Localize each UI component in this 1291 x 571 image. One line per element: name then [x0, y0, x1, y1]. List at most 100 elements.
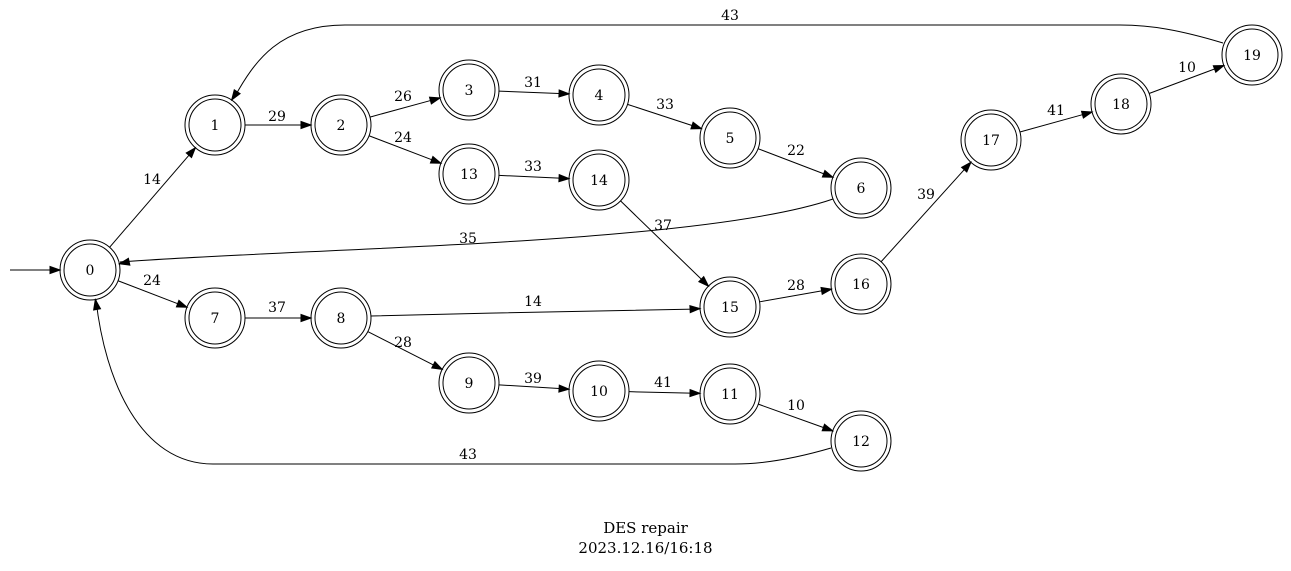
state-16-inner-ring [834, 257, 888, 311]
state-2-label: 2 [337, 118, 346, 134]
state-4: 4 [568, 64, 630, 126]
state-5: 5 [699, 107, 761, 169]
edge-15-to-16-arrowhead [820, 286, 833, 296]
state-9-label: 9 [465, 376, 474, 392]
edge-3-to-4 [498, 90, 560, 94]
edge-6-to-0-arrowhead [117, 257, 131, 266]
state-18: 18 [1090, 73, 1152, 135]
edge-9-to-10 [498, 384, 560, 390]
edge-0-to-7-arrowhead [175, 299, 189, 308]
edge-9-to-10-label: 39 [524, 371, 542, 387]
edge-10-to-11-label: 41 [654, 375, 672, 391]
edge-19-to-1-arrowhead [230, 88, 241, 102]
edge-3-to-4-arrowhead [558, 89, 571, 98]
state-17-inner-ring [964, 113, 1018, 167]
state-3-label: 3 [465, 83, 474, 99]
edge-2-to-13-label: 24 [394, 130, 412, 146]
state-9: 9 [438, 352, 500, 414]
edge-1-to-2-label: 29 [268, 109, 286, 125]
state-0: 0 [59, 239, 121, 301]
state-6: 6 [830, 157, 892, 219]
state-8-label: 8 [337, 311, 346, 327]
edge-14-to-15-label: 37 [654, 218, 672, 234]
state-8: 8 [310, 287, 372, 349]
edge-0-to-7 [117, 280, 178, 305]
state-12: 12 [830, 410, 892, 472]
edge-3-to-4-label: 31 [524, 75, 542, 91]
state-7-label: 7 [211, 311, 220, 327]
state-18-outer-ring [1090, 73, 1152, 135]
state-19-label: 19 [1243, 48, 1261, 64]
edge-16-to-17-label: 39 [917, 187, 935, 203]
edge-11-to-12-label: 10 [787, 398, 805, 414]
edge-13-to-14-label: 33 [524, 159, 542, 175]
edge-2-to-13 [368, 135, 432, 161]
state-8-outer-ring [310, 287, 372, 349]
edge-12-to-0-label: 43 [459, 447, 477, 463]
state-9-outer-ring [438, 352, 500, 414]
state-10-label: 10 [590, 384, 608, 400]
state-7-inner-ring [188, 291, 242, 345]
state-17: 17 [960, 109, 1022, 171]
edge-18-to-19-label: 10 [1178, 60, 1196, 76]
edge-14-to-15-arrowhead [697, 275, 710, 288]
state-1: 1 [184, 94, 246, 156]
state-4-inner-ring [572, 68, 626, 122]
state-3: 3 [438, 59, 500, 121]
edge-18-to-19-arrowhead [1212, 64, 1226, 74]
state-12-inner-ring [834, 414, 888, 468]
state-16: 16 [830, 253, 892, 315]
state-2: 2 [310, 94, 372, 156]
state-12-label: 12 [852, 434, 870, 450]
state-11-label: 11 [721, 387, 739, 403]
state-16-outer-ring [830, 253, 892, 315]
state-11-outer-ring [699, 363, 761, 425]
state-19-outer-ring [1221, 24, 1283, 86]
state-15: 15 [699, 276, 761, 338]
state-7: 7 [184, 287, 246, 349]
edge-17-to-18-label: 41 [1047, 103, 1065, 119]
state-19: 19 [1221, 24, 1283, 86]
edge-6-to-0-label: 35 [459, 231, 477, 247]
edge-2-to-13-arrowhead [429, 155, 443, 164]
edge-2-to-3-label: 26 [394, 89, 412, 105]
state-3-outer-ring [438, 59, 500, 121]
graph-timestamp: 2023.12.16/16:18 [578, 539, 713, 557]
edge-13-to-14-arrowhead [558, 173, 571, 183]
state-16-label: 16 [852, 277, 870, 293]
state-18-inner-ring [1094, 77, 1148, 131]
edge-10-to-11 [628, 391, 691, 394]
edge-1-to-2-arrowhead [300, 120, 313, 130]
state-15-label: 15 [721, 300, 739, 316]
edge-19-to-1 [233, 24, 1224, 99]
state-13-outer-ring [438, 143, 500, 205]
edge-9-to-10-arrowhead [558, 384, 571, 393]
edge-8-to-15-label: 14 [524, 294, 542, 310]
edge-18-to-19 [1148, 68, 1215, 94]
edge-14-to-15 [620, 200, 702, 280]
edge-0-to-1 [109, 154, 190, 248]
edge-12-to-0-arrowhead [93, 298, 102, 311]
state-19-inner-ring [1225, 28, 1279, 82]
state-10: 10 [568, 360, 630, 422]
initial-arrowhead [49, 265, 62, 275]
state-1-inner-ring [188, 98, 242, 152]
state-11-inner-ring [703, 367, 757, 421]
state-3-inner-ring [442, 63, 496, 117]
edge-8-to-15 [370, 308, 701, 317]
state-2-outer-ring [310, 94, 372, 156]
edge-8-to-15-arrowhead [689, 304, 702, 314]
edge-19-to-1-label: 43 [721, 8, 739, 24]
state-10-inner-ring [572, 364, 626, 418]
edge-15-to-16-label: 28 [787, 278, 805, 294]
edge-11-to-12 [758, 403, 824, 428]
state-5-label: 5 [726, 131, 735, 147]
state-15-outer-ring [699, 276, 761, 338]
state-1-outer-ring [184, 94, 246, 156]
edge-16-to-17 [880, 169, 965, 263]
edge-0-to-1-label: 14 [143, 172, 161, 188]
edge-4-to-5 [627, 103, 693, 127]
state-10-outer-ring [568, 360, 630, 422]
